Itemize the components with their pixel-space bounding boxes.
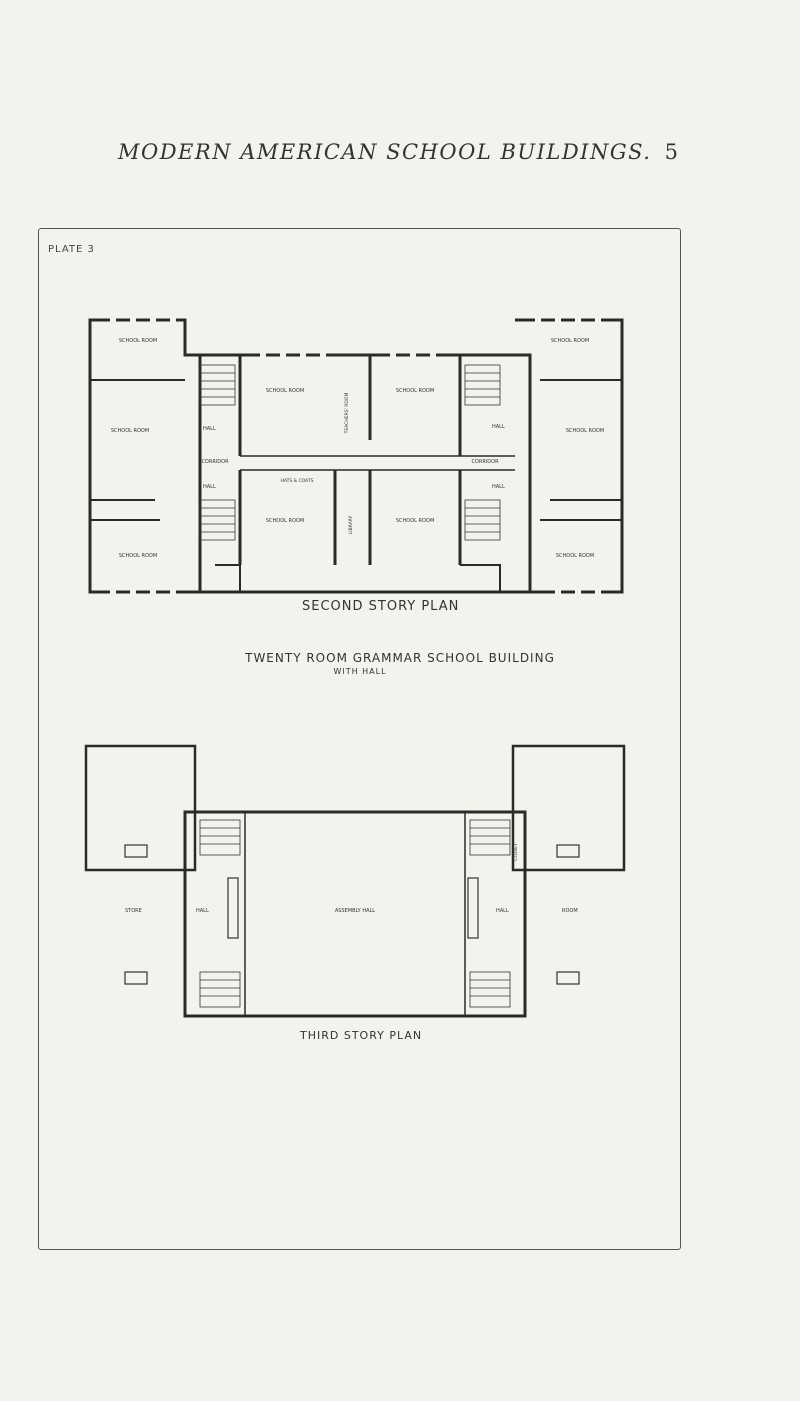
- room-label: ASSEMBLY HALL: [335, 908, 375, 914]
- room-label: SCHOOL ROOM: [551, 338, 589, 344]
- caption-line-1: TWENTY ROOM GRAMMAR SCHOOL BUILDING: [245, 651, 555, 665]
- room-label: SCHOOL ROOM: [266, 518, 304, 524]
- room-label: SCHOOL ROOM: [119, 338, 157, 344]
- room-label: CORRIDOR: [471, 459, 499, 465]
- room-label: HALL: [492, 484, 505, 490]
- book-title: MODERN AMERICAN SCHOOL BUILDINGS.: [118, 140, 652, 164]
- second-story-plan-label: SECOND STORY PLAN: [302, 599, 460, 614]
- room-label: HALL: [196, 908, 209, 914]
- room-label: SCHOOL ROOM: [396, 388, 434, 394]
- plate-frame: [38, 228, 681, 1250]
- plan-caption: TWENTY ROOM GRAMMAR SCHOOL BUILDING WITH…: [0, 651, 800, 676]
- room-label: HALL: [203, 426, 216, 432]
- room-label: STORE: [125, 908, 142, 914]
- room-label: SCHOOL ROOM: [119, 553, 157, 559]
- room-label: SCHOOL ROOM: [566, 428, 604, 434]
- third-story-plan-label: THIRD STORY PLAN: [300, 1029, 423, 1042]
- room-label: SCHOOL ROOM: [396, 518, 434, 524]
- room-label: LIBRARY: [348, 515, 354, 534]
- room-label: SCHOOL ROOM: [266, 388, 304, 394]
- room-label: SCHOOL ROOM: [556, 553, 594, 559]
- room-label: CORRIDOR: [201, 459, 229, 465]
- room-label: TEACHERS' ROOM: [344, 393, 350, 435]
- room-label: HATS & COATS: [280, 478, 313, 484]
- room-label: SCHOOL ROOM: [111, 428, 149, 434]
- plate-label: PLATE 3: [48, 244, 95, 255]
- caption-line-2: WITH HALL: [333, 667, 387, 676]
- page-header: MODERN AMERICAN SCHOOL BUILDINGS. 5: [118, 140, 678, 170]
- room-label: ROOM: [562, 908, 578, 914]
- room-label: HALL: [496, 908, 509, 914]
- room-label: CLOSET: [513, 843, 519, 861]
- page-number: 5: [664, 140, 678, 164]
- room-label: HALL: [203, 484, 216, 490]
- room-label: HALL: [492, 424, 505, 430]
